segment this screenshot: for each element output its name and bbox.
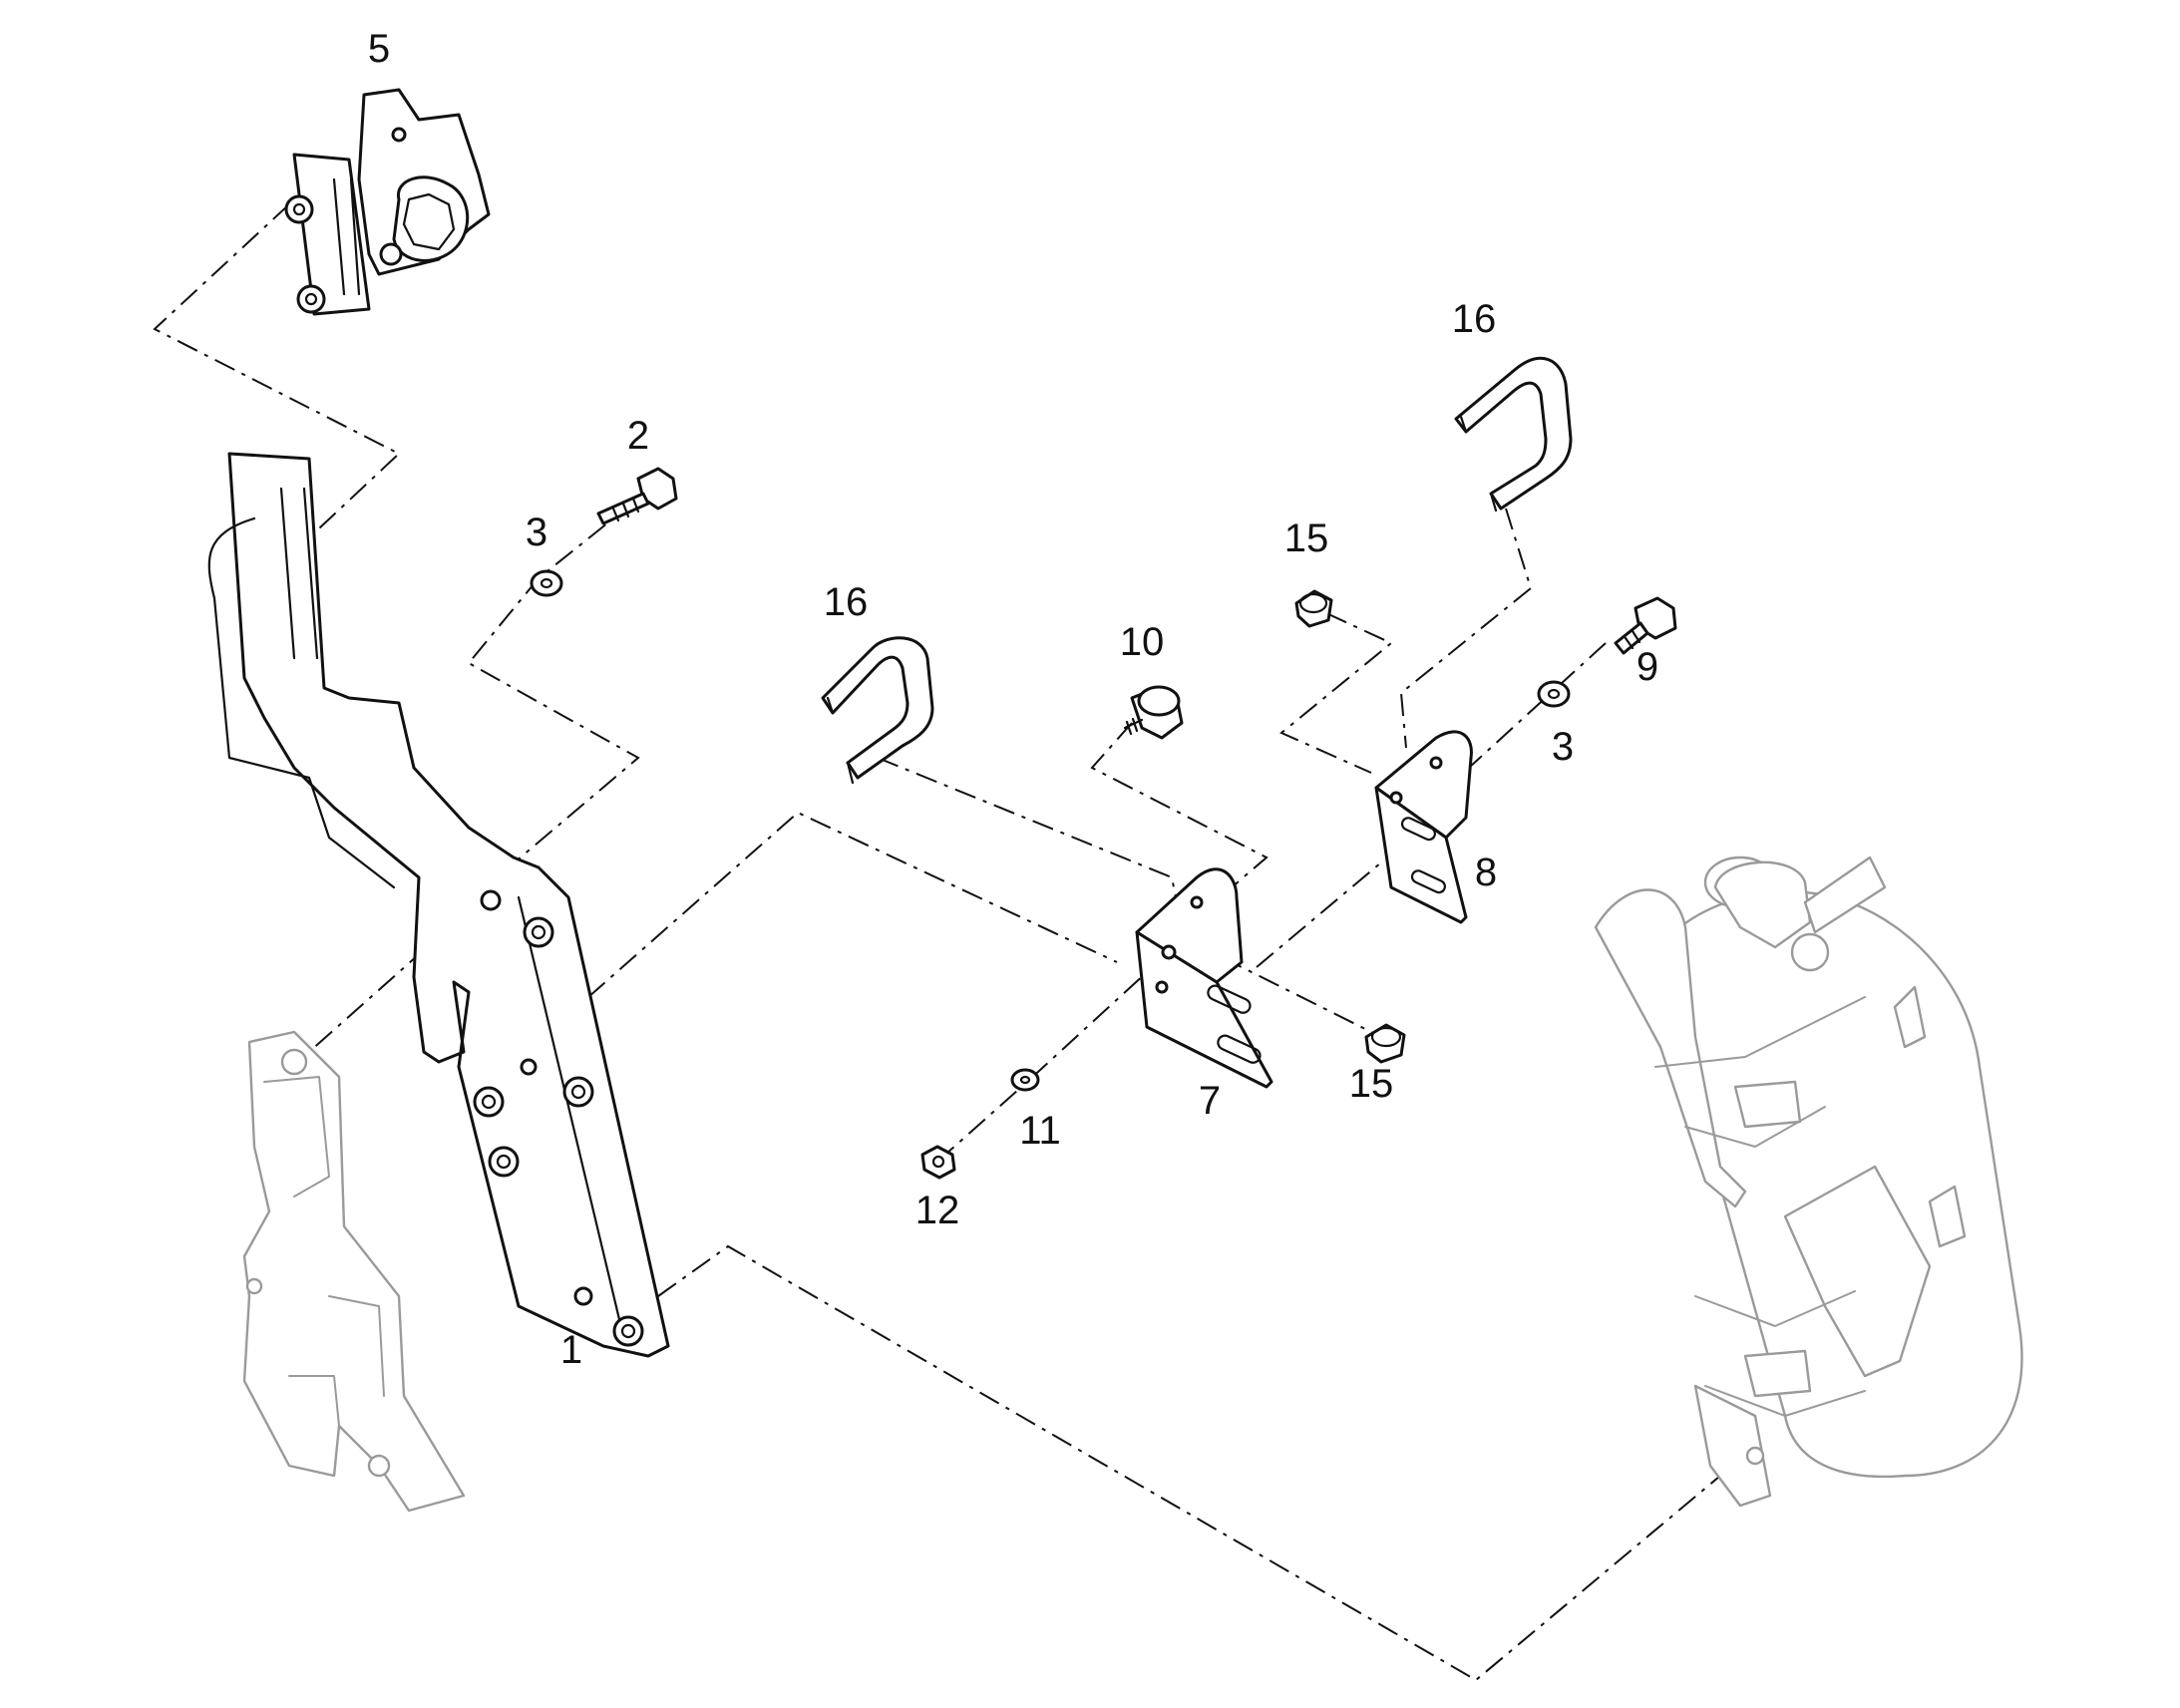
- leader-7-to-15: [1221, 956, 1382, 1038]
- callout-16-right: 16: [1452, 297, 1497, 341]
- leader-7-to-8: [1256, 861, 1382, 968]
- leader-16-to-8: [1399, 508, 1533, 749]
- callout-2: 2: [627, 414, 649, 458]
- part-2-bolt: [596, 467, 678, 525]
- part-5-clamp-assembly: [284, 88, 491, 316]
- leader-plate-to-extinguisher: [657, 1244, 1751, 1682]
- part-10-bumper: [1123, 685, 1184, 740]
- part-1-mounting-plate: [207, 452, 670, 1358]
- callout-15-lower: 15: [1349, 1062, 1394, 1106]
- plate-nut-a: [523, 916, 554, 948]
- leader-plate-to-ghost: [308, 891, 490, 1053]
- ghost-mount-bracket: [242, 1030, 466, 1513]
- leader-9-3-to-8: [1435, 642, 1607, 799]
- part-15-plug-lower: [1364, 1023, 1406, 1064]
- clamp-nut-top: [284, 194, 314, 224]
- plate-nut-e: [612, 1315, 644, 1347]
- callout-16-left: 16: [824, 580, 869, 624]
- plate-nut-c: [562, 1076, 594, 1108]
- callout-5: 5: [368, 27, 390, 71]
- callout-3-right: 3: [1552, 725, 1574, 769]
- part-15-plug-upper: [1294, 589, 1333, 628]
- leader-plate-to-7: [587, 811, 1118, 998]
- callout-15-upper: 15: [1284, 516, 1329, 560]
- leader-2-3-to-plate: [467, 498, 640, 868]
- leader-15-to-8: [1279, 612, 1393, 774]
- callout-7: 7: [1199, 1079, 1221, 1123]
- callout-11: 11: [1019, 1109, 1061, 1153]
- part-9-bolt: [1614, 596, 1677, 655]
- part-16-u-channel-right: [1454, 356, 1573, 512]
- part-12-nut: [920, 1145, 956, 1180]
- leader-11-12: [936, 971, 1148, 1163]
- callout-9: 9: [1636, 645, 1658, 689]
- callout-labels: 5 2 3 16 10 15 16 9 3 8 7 15 11 12 1: [368, 27, 1658, 1372]
- plate-nut-b: [473, 1086, 505, 1118]
- callout-8: 8: [1475, 851, 1497, 894]
- ghost-fire-extinguisher: [1594, 855, 2023, 1508]
- leader-5-to-bracket: [153, 203, 401, 529]
- leader-10-to-7: [1090, 722, 1269, 888]
- part-16-u-channel-left: [821, 636, 934, 785]
- callout-10: 10: [1120, 620, 1165, 664]
- plate-nut-d: [488, 1146, 520, 1178]
- leader-16-to-7: [877, 757, 1178, 903]
- part-8-angle-bracket: [1374, 730, 1473, 924]
- clamp-nut-bottom: [296, 284, 326, 314]
- part-3-washer-right: [1537, 680, 1571, 708]
- callout-3-left: 3: [526, 511, 547, 554]
- part-7-angle-bracket: [1135, 867, 1273, 1089]
- part-11-washer: [1010, 1068, 1040, 1092]
- callout-1: 1: [560, 1328, 582, 1372]
- callout-12: 12: [915, 1189, 960, 1232]
- leader-lines: [153, 203, 1751, 1682]
- part-3-washer-left: [530, 569, 563, 597]
